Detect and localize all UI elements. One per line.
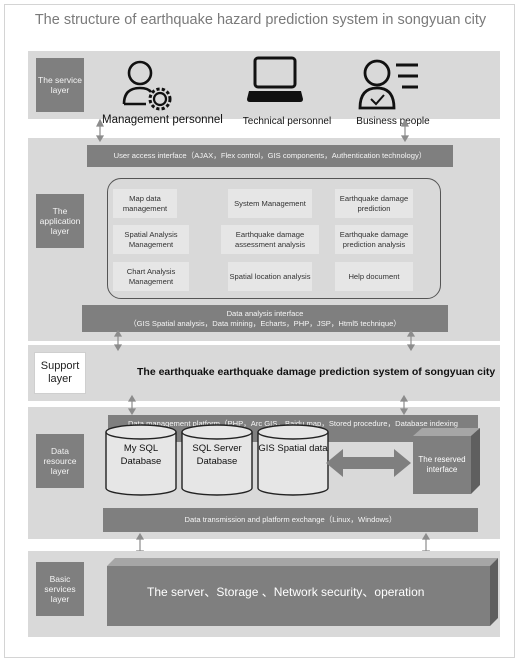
support-layer-panel xyxy=(28,345,500,401)
data-exchange-bar: Data transmission and platform exchange（… xyxy=(103,508,478,532)
support-layer-label: Support layer xyxy=(34,352,86,394)
application-layer-label: The application layer xyxy=(36,194,84,248)
module-help-document: Help document xyxy=(335,262,413,291)
support-layer-text: The earthquake earthquake damage predict… xyxy=(137,366,496,378)
sqlserver-database: SQL Server Database xyxy=(182,437,252,487)
data-analysis-interface-title: Data analysis interface xyxy=(226,308,304,318)
laptop-icon xyxy=(247,56,303,102)
diagram-title: The structure of earthquake hazard predi… xyxy=(34,12,487,28)
data-analysis-interface-detail: （GIS Spatial analysis，Data mining，Echart… xyxy=(129,318,401,328)
management-icon xyxy=(122,60,172,111)
module-system-management: System Management xyxy=(228,189,312,218)
mysql-database: My SQL Database xyxy=(106,437,176,487)
module-earthquake-damage-prediction: Earthquake damage prediction xyxy=(335,189,413,218)
gis-spatial-data-cylinder xyxy=(257,424,329,496)
gis-spatial-data-label: GIS Spatial data xyxy=(258,443,328,454)
basic-services-layer-label: Basic services layer xyxy=(36,562,84,616)
basic-services-text: The server、Storage 、Network security、ope… xyxy=(147,585,425,599)
module-spatial-location-analysis: Spatial location analysis xyxy=(228,262,312,291)
business-people-label: Business people xyxy=(356,116,430,127)
module-chart-analysis-management: Chart Analysis Management xyxy=(113,262,189,291)
mysql-database-cylinder xyxy=(105,424,177,496)
user-access-interface-bar: User access interface（AJAX，Flex control，… xyxy=(87,145,453,167)
service-layer-panel xyxy=(28,51,500,119)
module-spatial-analysis-management: Spatial Analysis Management xyxy=(113,225,189,254)
technical-personnel-label: Technical personnel xyxy=(242,116,332,127)
module-earthquake-damage-prediction-analysis: Earthquake damage prediction analysis xyxy=(335,225,413,254)
data-analysis-interface-bar: Data analysis interface （GIS Spatial ana… xyxy=(82,305,448,332)
reserved-interface-box xyxy=(413,428,480,494)
sqlserver-database-label: SQL Server Database xyxy=(192,443,242,467)
module-earthquake-damage-assessment-analysis: Earthquake damage assessment analysis xyxy=(221,225,319,254)
service-layer-label: The service layer xyxy=(36,58,84,112)
mysql-database-label: My SQL Database xyxy=(120,443,162,467)
module-map-data-management: Map data management xyxy=(113,189,177,218)
data-resource-layer-label: Data resource layer xyxy=(36,434,84,488)
double-arrow-icon xyxy=(326,449,411,477)
business-person-icon xyxy=(358,59,418,110)
gis-spatial-data: GIS Spatial data xyxy=(258,437,328,487)
management-personnel-label: Management personnel xyxy=(102,114,223,126)
reserved-interface-label: The reserved interface xyxy=(418,455,466,474)
modules-container xyxy=(107,178,441,299)
sqlserver-database-cylinder xyxy=(181,424,253,496)
